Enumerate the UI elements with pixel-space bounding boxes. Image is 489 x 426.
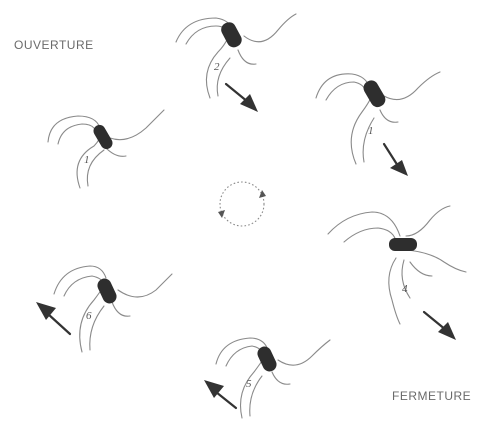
stage-number: 2 [214, 61, 220, 73]
stage-number: 1 [84, 154, 90, 166]
arrow-up-left [36, 302, 70, 334]
cycle-indicator [218, 182, 266, 226]
stage-number: 1 [368, 125, 374, 137]
stage-6-left: 6 [36, 266, 172, 352]
stage-number: 6 [86, 310, 92, 322]
stage-1-right: 1 [316, 72, 440, 176]
stage-5-bottom: 5 [204, 338, 330, 418]
stage-1-left: 1 [48, 110, 164, 188]
arrow-up-left [204, 380, 236, 408]
arrow-down-right [384, 144, 408, 176]
stage-number: 4 [402, 283, 408, 295]
stage-2-top: 2 [176, 14, 296, 112]
arrow-down-right [424, 312, 456, 340]
arrow-down-right [226, 84, 258, 112]
stage-4-right: 4 [328, 206, 466, 340]
stage-number: 5 [246, 378, 252, 390]
